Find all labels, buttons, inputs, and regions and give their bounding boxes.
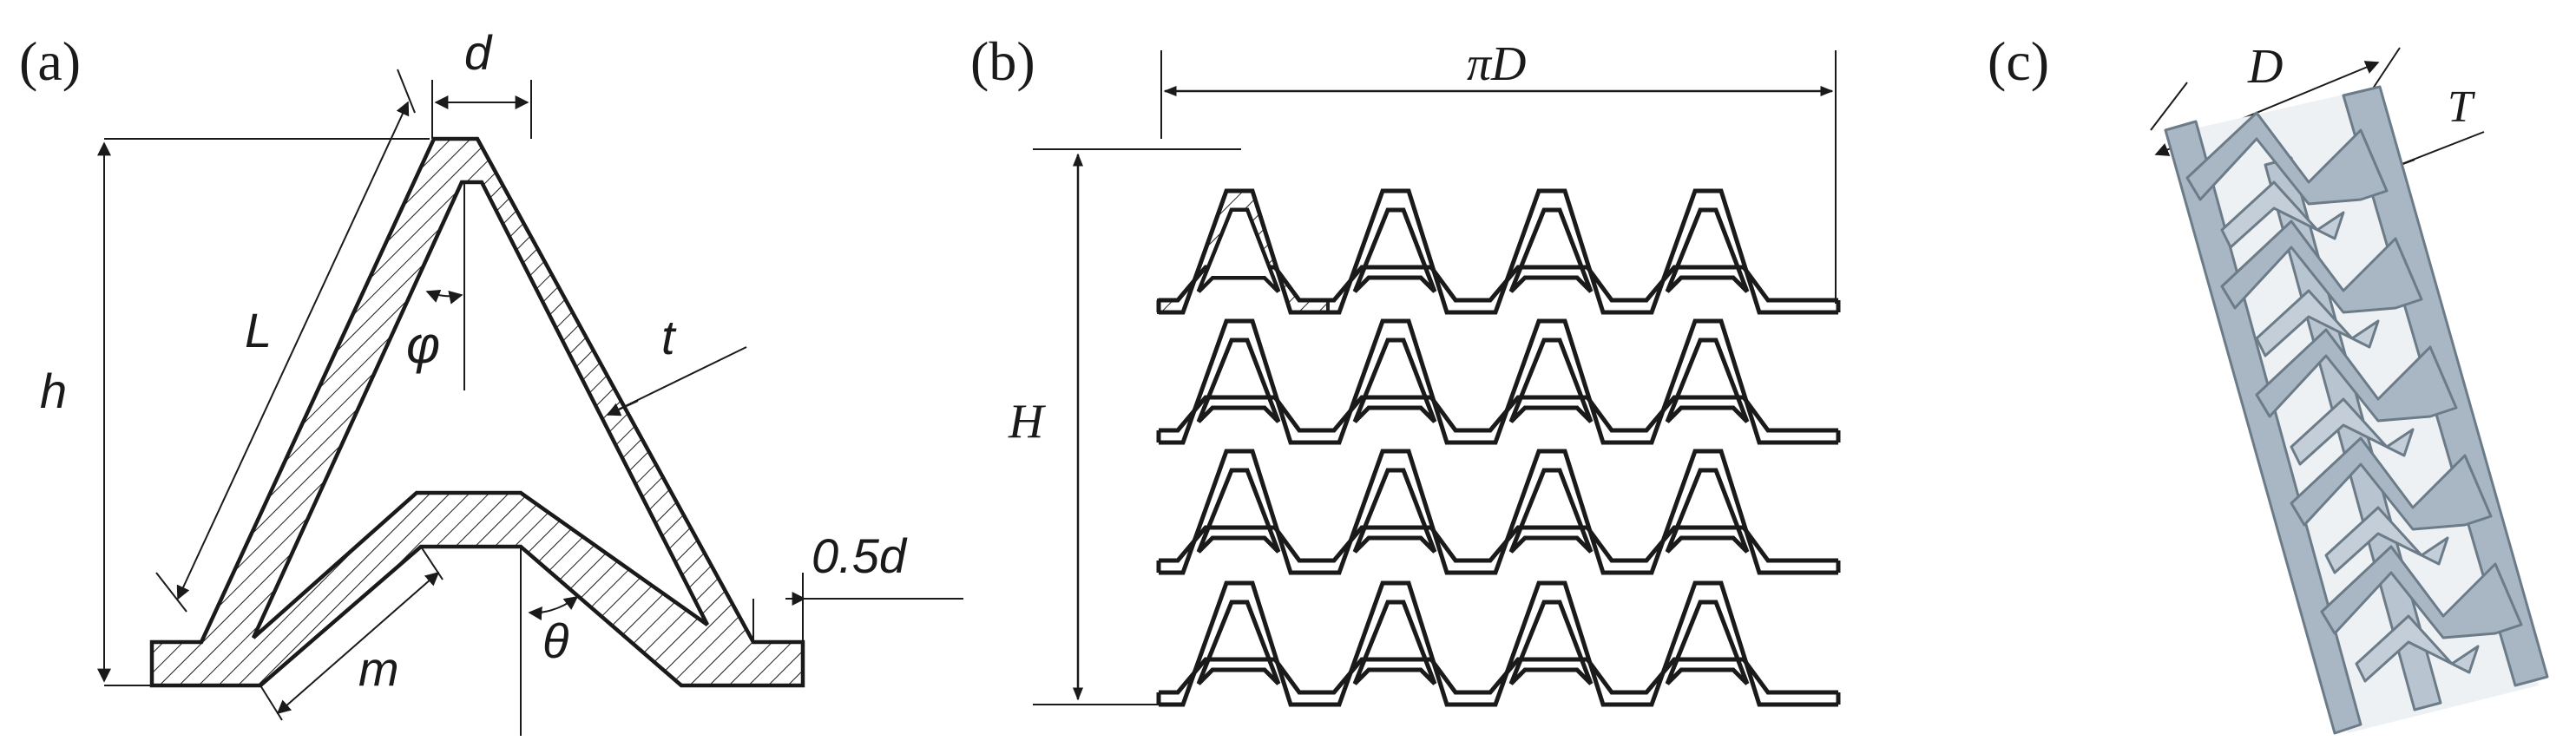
t-arrow (606, 400, 639, 416)
D-ext-left (2150, 82, 2188, 131)
piD-label: πD (1467, 37, 1527, 91)
m-ext-top (420, 546, 444, 580)
D-label: D (2247, 40, 2283, 94)
panel-c: (c) D T (1988, 30, 2549, 735)
panel-a: (a) h d L φ t 0.5d (19, 25, 963, 736)
t-label: t (661, 310, 677, 364)
m-label: m (358, 641, 399, 696)
mesh-row-1 (1156, 191, 1841, 315)
H-label: H (1008, 395, 1046, 449)
D-ext-right (2369, 47, 2401, 95)
L-dimension-line (176, 101, 410, 600)
theta-label: θ (542, 613, 568, 668)
L-label: L (245, 303, 272, 357)
L-ext-top (397, 69, 416, 114)
panel-b-label: (b) (970, 30, 1035, 92)
stent-mesh-pattern (1156, 191, 1841, 707)
panel-c-label: (c) (1988, 30, 2049, 92)
mesh-row-2 (1156, 321, 1841, 445)
theta-arc (528, 596, 579, 621)
panel-a-label: (a) (19, 30, 81, 92)
m-ext-bottom (260, 685, 283, 721)
stent-3d-illustration (2164, 85, 2549, 735)
half-d-label: 0.5d (812, 528, 908, 583)
L-ext-bottom (155, 572, 187, 613)
mesh-row-3 (1156, 451, 1841, 575)
d-label: d (464, 25, 493, 80)
h-label: h (40, 364, 67, 418)
panel-b: (b) πD H (970, 30, 1841, 707)
mesh-row-4 (1156, 583, 1841, 707)
phi-arc (425, 289, 463, 305)
phi-label: φ (406, 316, 440, 374)
T-label: T (2448, 82, 2475, 132)
m-dimension-line (276, 571, 440, 715)
